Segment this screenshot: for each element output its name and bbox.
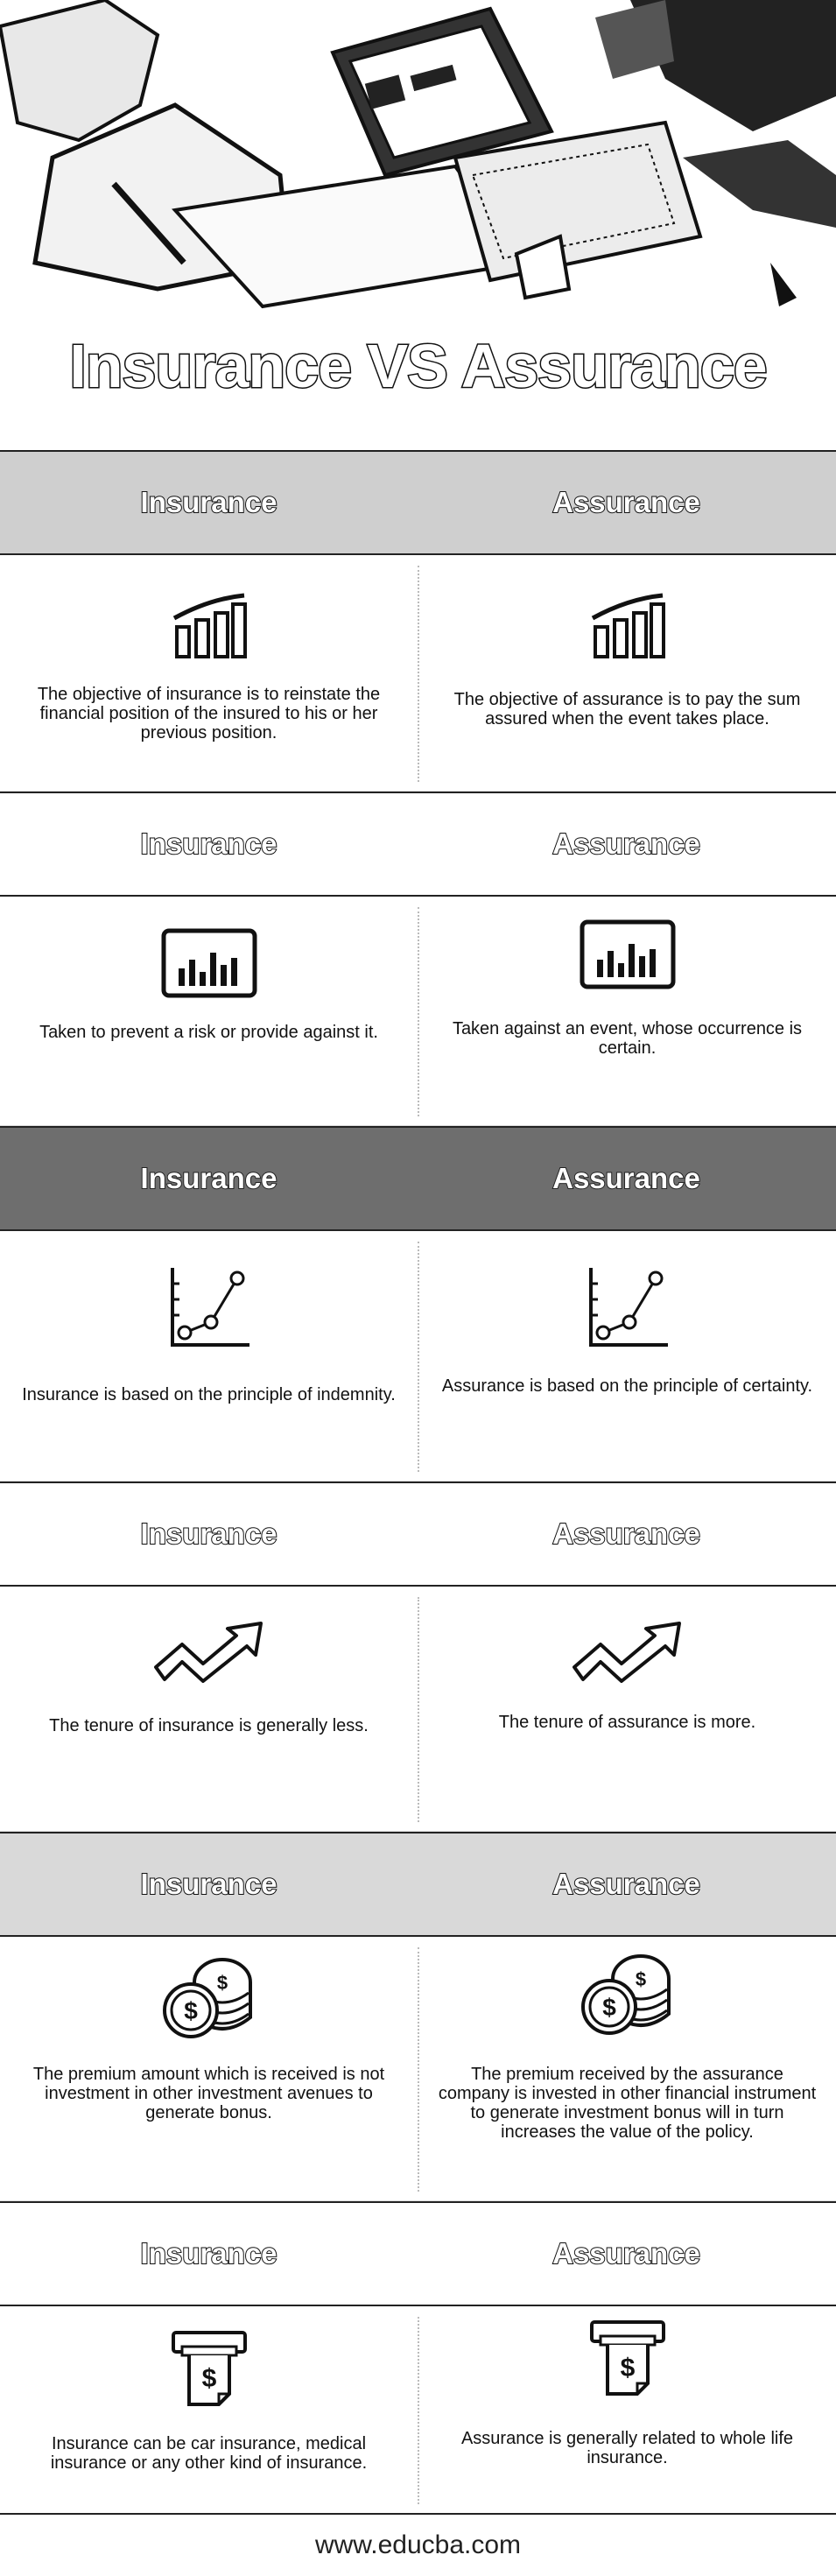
column-divider [418, 566, 419, 782]
insurance-header: Insurance [140, 1161, 278, 1195]
coins-icon: $ $ [162, 1958, 252, 2038]
section-row: The objective of insurance is to reinsta… [0, 557, 836, 792]
section-row: The tenure of insurance is generally les… [0, 1588, 836, 1832]
column-divider [418, 1242, 419, 1472]
bar-chart-icon [591, 593, 665, 658]
assurance-text: The premium received by the assurance co… [438, 2065, 817, 2142]
assurance-header: Assurance [551, 827, 701, 861]
insurance-header: Insurance [140, 2236, 278, 2270]
svg-text:$: $ [216, 1972, 227, 1994]
assurance-text: Assurance is based on the principle of c… [441, 1376, 813, 1396]
page-title: Insurance VS Assurance [68, 331, 769, 402]
assurance-text: Taken against an event, whose occurrence… [452, 1019, 803, 1058]
insurance-text: The objective of insurance is to reinsta… [37, 685, 381, 743]
insurance-text: Insurance is based on the principle of i… [22, 1385, 396, 1404]
trend-arrow-icon [572, 1622, 681, 1683]
assurance-header: Assurance [551, 485, 701, 519]
insurance-text: The tenure of insurance is generally les… [49, 1716, 369, 1735]
column-divider [418, 2317, 419, 2504]
section-row: $ $ The premium amount which is received… [0, 1939, 836, 2201]
hero-image [0, 0, 836, 320]
assurance-text: The objective of assurance is to pay the… [453, 690, 801, 728]
assurance-header: Assurance [551, 1867, 701, 1901]
line-graph-icon [170, 1268, 249, 1347]
insurance-header: Insurance [140, 827, 278, 861]
section-header: Insurance Assurance [0, 1832, 836, 1937]
section-header: Insurance Assurance [0, 2201, 836, 2306]
column-divider [418, 1947, 419, 2192]
assurance-text: The tenure of assurance is more. [498, 1713, 756, 1732]
section-header: Insurance Assurance [0, 792, 836, 897]
svg-text:$: $ [620, 2354, 635, 2382]
footer-url[interactable]: www.educba.com [0, 2513, 836, 2576]
insurance-text: Insurance can be car insurance, medical … [50, 2434, 368, 2473]
line-graph-icon [588, 1268, 668, 1347]
insurance-header: Insurance [140, 485, 278, 519]
assurance-text: Assurance is generally related to whole … [460, 2429, 794, 2467]
column-divider [418, 907, 419, 1116]
assurance-header: Assurance [551, 1517, 701, 1551]
column-divider [418, 1597, 419, 1822]
assurance-header: Assurance [551, 1161, 701, 1195]
trend-arrow-icon [153, 1622, 263, 1683]
section-header: Insurance Assurance [0, 1482, 836, 1587]
section-row: $ Insurance can be car insurance, medica… [0, 2308, 836, 2513]
svg-text:$: $ [602, 1994, 616, 2021]
atm-cash-icon: $ [171, 2331, 247, 2406]
monitor-chart-icon [161, 928, 256, 998]
section-header: Insurance Assurance [0, 450, 836, 555]
section-header: Insurance Assurance [0, 1126, 836, 1231]
insurance-header: Insurance [140, 1867, 278, 1901]
assurance-header: Assurance [551, 2236, 701, 2270]
section-row: Insurance is based on the principle of i… [0, 1233, 836, 1482]
svg-text:$: $ [201, 2364, 216, 2393]
insurance-text: Taken to prevent a risk or provide again… [39, 1023, 378, 1042]
coins-icon: $ $ [580, 1954, 671, 2035]
bar-chart-icon [172, 593, 247, 658]
section-row: Taken to prevent a risk or provide again… [0, 898, 836, 1126]
monitor-chart-icon [580, 919, 675, 989]
svg-text:$: $ [635, 1968, 645, 1990]
insurance-header: Insurance [140, 1517, 278, 1551]
svg-text:$: $ [184, 1997, 198, 2024]
insurance-text: The premium amount which is received is … [32, 2065, 385, 2122]
atm-cash-icon: $ [589, 2320, 665, 2396]
